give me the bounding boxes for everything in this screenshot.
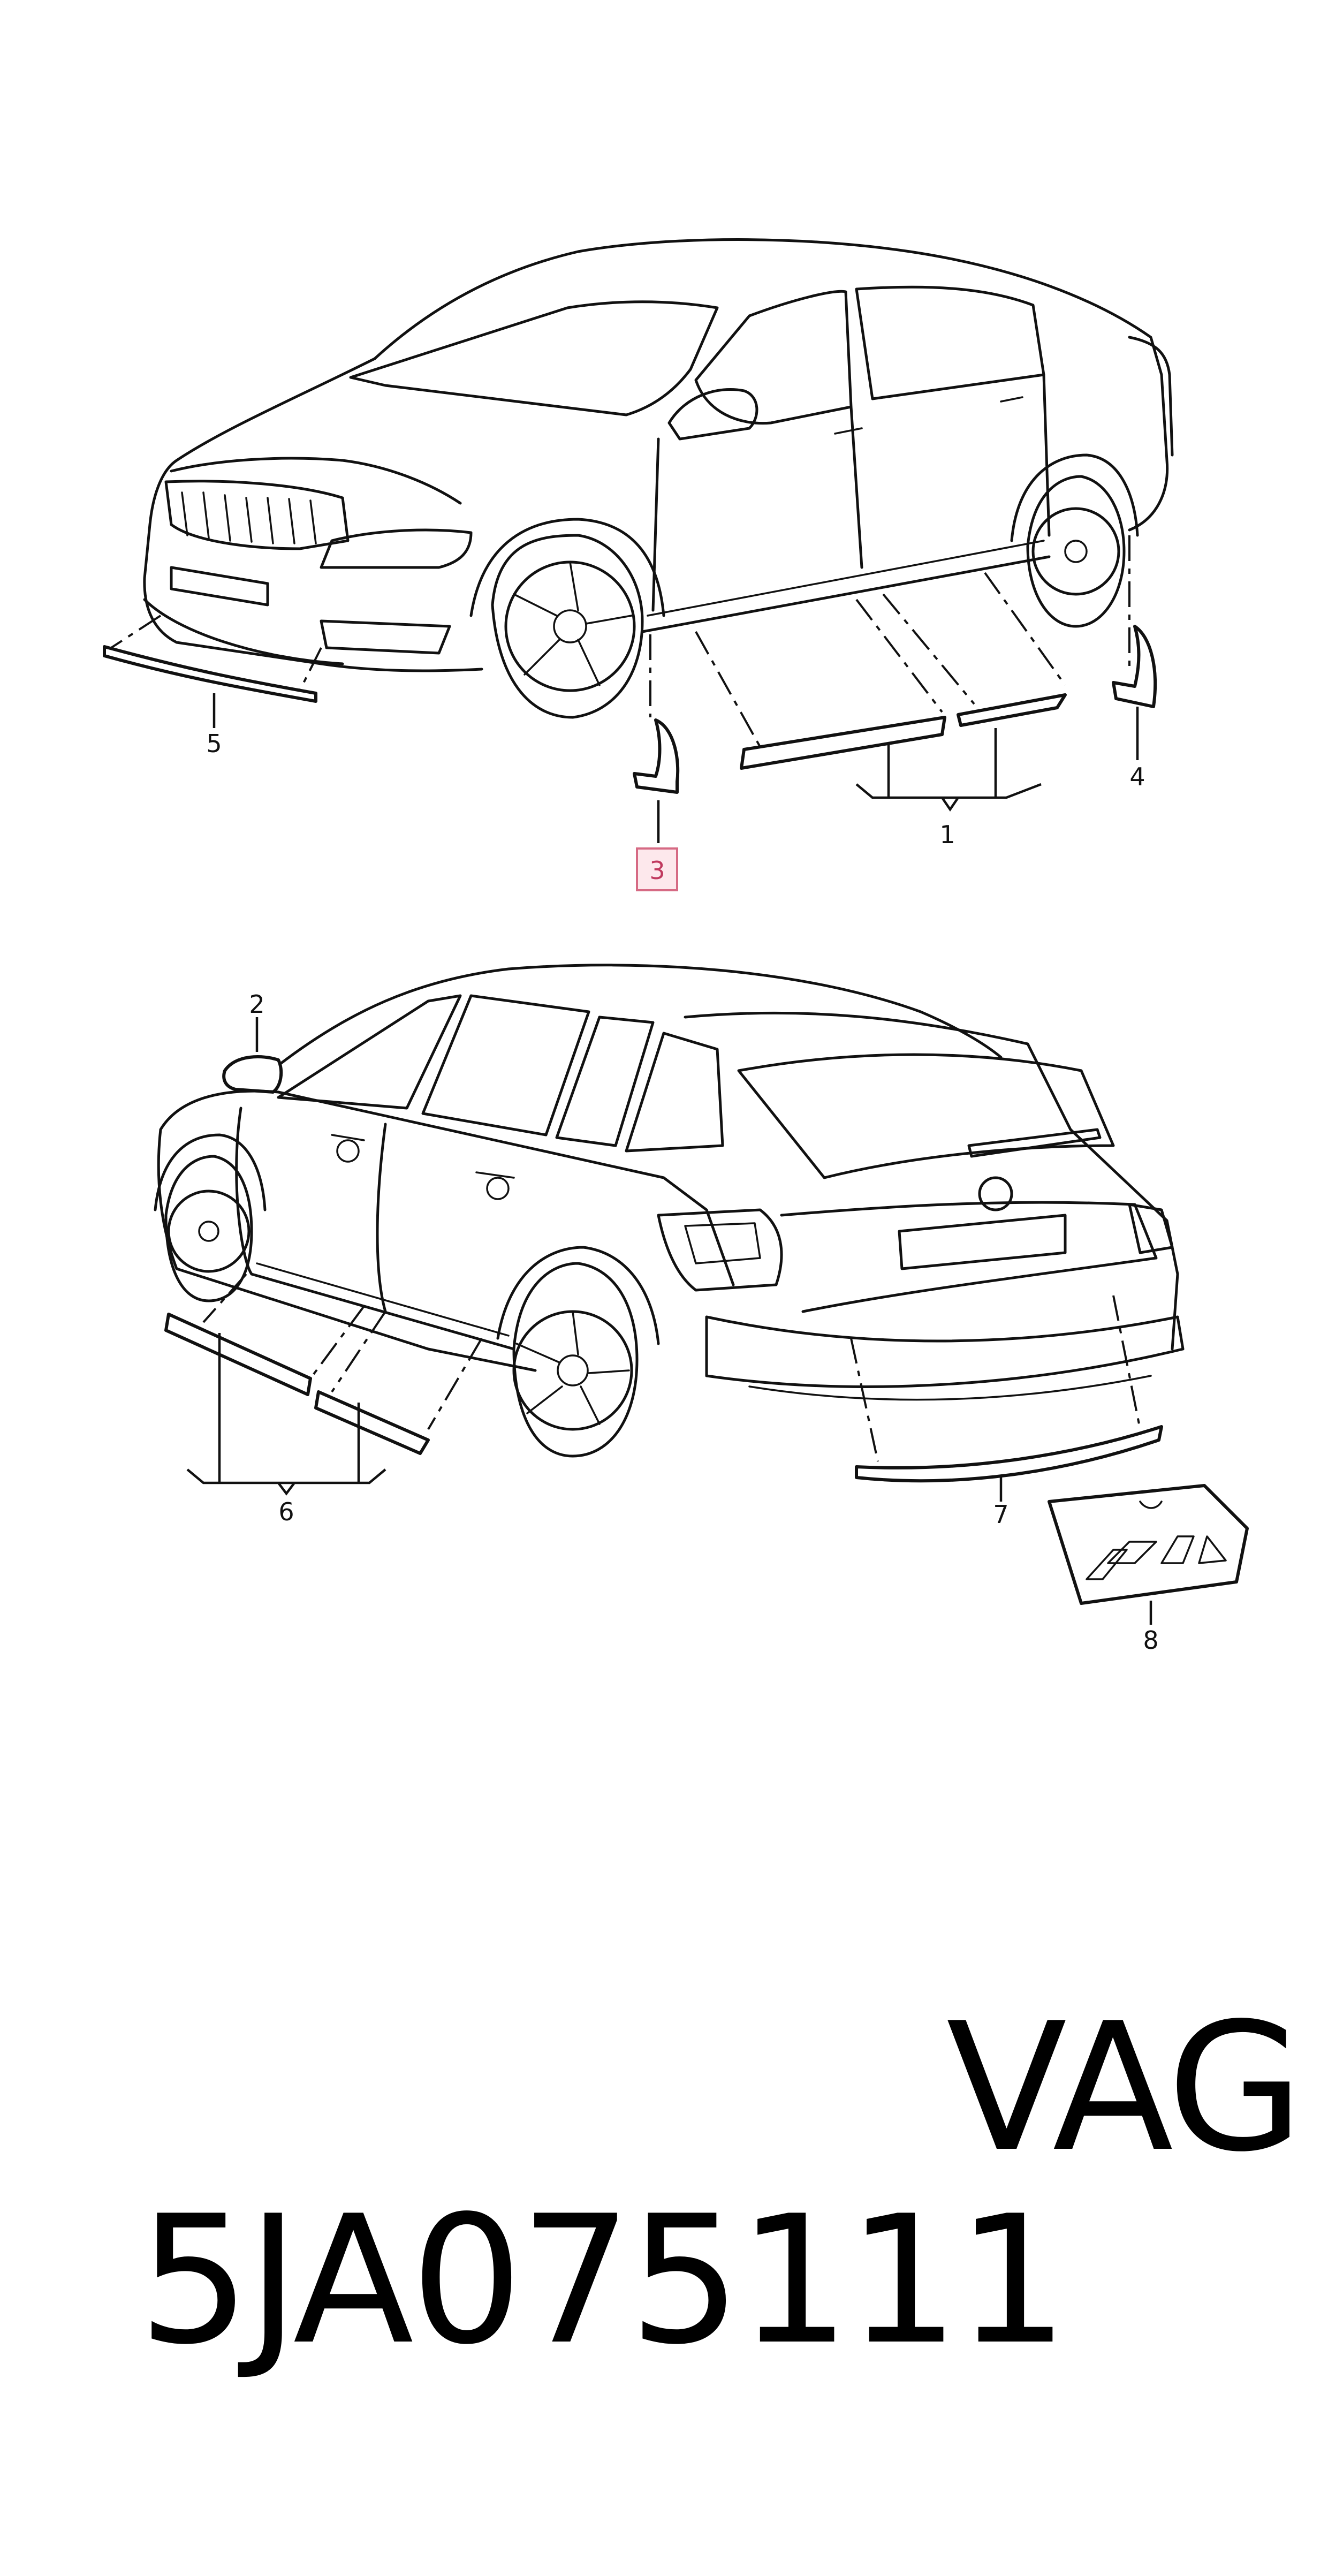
mudflap-icon <box>1112 625 1157 708</box>
trim-strip-icon <box>957 693 1067 727</box>
callout-6[interactable]: 6 <box>278 1497 294 1526</box>
callout-labels: 1 2 3 4 5 6 7 8 <box>206 729 1158 1655</box>
callout-5[interactable]: 5 <box>206 729 222 758</box>
part-number: 5JA075111 <box>138 2178 1069 2383</box>
brand-label: VAG <box>946 1985 1304 2191</box>
trim-strip-icon <box>103 645 317 703</box>
parts-front <box>103 625 1157 794</box>
mirror-cap-icon <box>222 1055 283 1094</box>
footer-caption: 5JA075111 VAG <box>32 1985 1306 2377</box>
car-rear-view <box>154 964 1185 1458</box>
trim-strip-icon <box>314 1390 430 1455</box>
callout-1[interactable]: 1 <box>939 820 955 849</box>
car-front-view <box>143 238 1174 719</box>
parts-rear <box>164 1313 1249 1605</box>
callout-8[interactable]: 8 <box>1143 1626 1158 1655</box>
mudflap-icon <box>633 718 680 794</box>
front-view-guides <box>106 535 1130 747</box>
callout-7[interactable]: 7 <box>993 1500 1008 1529</box>
highlight-box <box>636 847 678 891</box>
rear-view-guides <box>202 1273 1141 1462</box>
rear-callout-leaders <box>186 1017 1152 1625</box>
front-callout-leaders <box>213 693 1139 843</box>
callout-2[interactable]: 2 <box>249 990 264 1019</box>
trim-strip-icon <box>740 716 946 770</box>
sticker-plate-icon <box>1048 1484 1249 1605</box>
trim-strip-icon <box>164 1313 312 1396</box>
trim-strip-icon <box>855 1425 1163 1483</box>
parts-diagram: 1 2 3 4 5 6 7 8 <box>103 238 1249 1655</box>
callout-4[interactable]: 4 <box>1129 762 1145 791</box>
callout-3[interactable]: 3 <box>649 856 665 885</box>
